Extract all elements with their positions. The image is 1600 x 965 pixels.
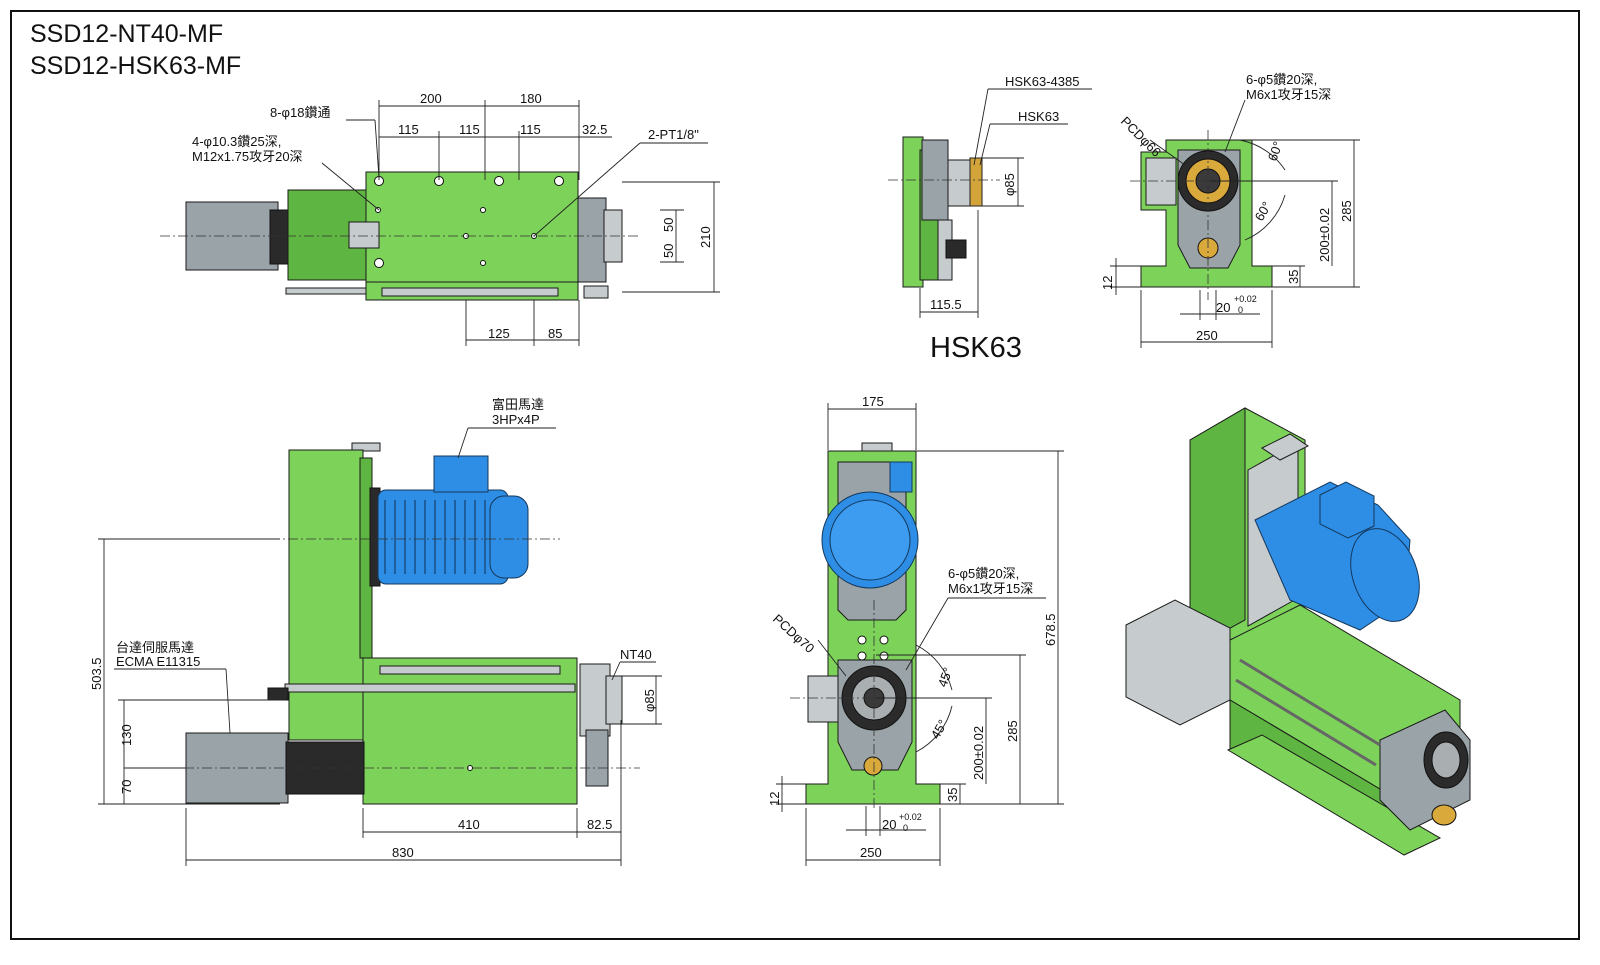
motor-terminal-box: [433, 455, 489, 493]
dim-top-115c: 115: [520, 122, 541, 137]
callout-front-holes-line1: 6-φ5鑽20深,: [948, 566, 1019, 581]
dim-top-85: 85: [548, 326, 562, 341]
limit-block-top: [348, 221, 380, 249]
dim-top-50b: 50: [661, 244, 676, 258]
dim-hsk-200: 200±0.02: [1317, 208, 1332, 262]
dim-front-200: 200±0.02: [971, 726, 986, 780]
dim-front-12: 12: [767, 792, 782, 806]
nut-top: [583, 285, 609, 299]
shaft-stub: [267, 687, 289, 701]
dim-hsk-285: 285: [1339, 200, 1354, 222]
callout-servo-line2: ECMA E11315: [116, 654, 200, 669]
hsk-caption: HSK63: [930, 332, 1022, 364]
dim-hsk-35: 35: [1286, 270, 1301, 284]
dim-front-tol-upper: +0.02: [899, 812, 922, 822]
dim-side-130: 130: [119, 724, 134, 746]
dim-top-125: 125: [488, 326, 510, 341]
column-side: [288, 449, 364, 741]
dim-top-200: 200: [420, 91, 442, 106]
dim-front-20: 20: [882, 817, 896, 832]
main-motor-side: [377, 489, 509, 585]
front-lug: [861, 442, 893, 452]
callout-hsk-holes-line1: 6-φ5鑽20深,: [1246, 72, 1317, 87]
dim-front-tol-lower: 0: [903, 823, 908, 833]
top-view: 200 180 115 115 115 32.5 50 50 210 125 8…: [160, 91, 720, 346]
hsk-side-view: HSK63-4385 HSK63 φ85 115.5 HSK63: [888, 74, 1092, 364]
callout-servo-line1: 台達伺服馬達: [116, 640, 194, 655]
drawing-frame: [10, 10, 1580, 940]
iso-top-lug: [1261, 433, 1309, 461]
dim-side-70: 70: [119, 780, 134, 794]
angle-hsk-b: 60°: [1252, 199, 1275, 224]
motor-fan-cover: [489, 495, 529, 579]
iso-motor-fan: [1350, 528, 1420, 622]
dim-front-250: 250: [860, 845, 882, 860]
slide-rail-side: [379, 665, 561, 675]
hsk-side-taper: [969, 157, 983, 207]
dim-side-830: 830: [392, 845, 414, 860]
dim-top-115b: 115: [459, 122, 480, 137]
callout-motor-line1: 富田馬達: [492, 397, 544, 412]
model-title-hsk63: SSD12-HSK63-MF: [30, 52, 242, 80]
servo-motor-side: [185, 732, 289, 804]
callout-tap-line2: M12x1.75攻牙20深: [192, 149, 303, 164]
rod-ext-top: [285, 287, 367, 295]
hsk-side-nut: [945, 239, 967, 259]
dim-side-phi85: φ85: [642, 689, 657, 712]
callout-nt40: NT40: [620, 647, 652, 662]
dim-hsk-250: 250: [1196, 328, 1218, 343]
coupling-top: [269, 209, 291, 265]
slide-body-side: [362, 657, 578, 805]
dim-hsk-12: 12: [1100, 276, 1115, 290]
angle-front-a: 45°: [935, 665, 956, 689]
callout-pcd70: PCDφ70: [770, 611, 817, 656]
callout-motor-line2: 3HPx4P: [492, 412, 540, 427]
iso-column-side: [1189, 407, 1246, 651]
spindle-arm-side: [585, 729, 609, 787]
angle-hsk-a: 60°: [1265, 139, 1286, 163]
callout-hsk-holes-line2: M6x1攻牙15深: [1246, 87, 1331, 102]
dim-front-35: 35: [945, 788, 960, 802]
iso-base: [1226, 734, 1442, 856]
dim-top-210: 210: [698, 226, 713, 248]
callout-hsk63: HSK63: [1018, 109, 1059, 124]
dim-top-115a: 115: [398, 122, 419, 137]
model-title-nt40: SSD12-NT40-MF: [30, 20, 224, 48]
front-terminal-box: [889, 461, 913, 493]
callout-tap-line1: 4-φ10.3鑽25深,: [192, 134, 281, 149]
lift-lug: [351, 442, 381, 452]
callout-hsk63-4385: HSK63-4385: [1005, 74, 1079, 89]
hsk-front-bracket: [1145, 157, 1177, 206]
hsk-front-view: PCDφ66 6-φ5鑽20深, M6x1攻牙15深 60° 60° 285 2…: [1100, 72, 1360, 348]
dim-front-285: 285: [1005, 720, 1020, 742]
guide-rod-top: [381, 287, 559, 297]
dim-side-503-5: 503.5: [89, 657, 104, 690]
spindle-flange-top: [577, 197, 607, 283]
slide-body-top: [365, 171, 579, 285]
iso-terminal-box: [1319, 481, 1375, 539]
dim-side-410: 410: [458, 817, 480, 832]
dim-top-32-5: 32.5: [582, 122, 607, 137]
dim-hsk-tol-lower: 0: [1238, 305, 1243, 315]
isometric-view: [1125, 407, 1471, 856]
dim-top-180: 180: [520, 91, 542, 106]
dim-hsk-phi85: φ85: [1002, 173, 1017, 196]
dim-hsk-115-5: 115.5: [930, 297, 962, 312]
callout-front-holes-line2: M6x1攻牙15深: [948, 581, 1033, 596]
dim-front-175: 175: [862, 394, 884, 409]
dim-front-678-5: 678.5: [1043, 613, 1058, 646]
side-view: 富田馬達 3HPx4P 台達伺服馬達 ECMA E11315 NT40 φ85 …: [89, 397, 662, 866]
dim-hsk-tol-upper: +0.02: [1234, 294, 1257, 304]
dim-hsk-20: 20: [1216, 300, 1230, 315]
dim-side-82-5: 82.5: [587, 817, 612, 832]
hsk-side-holder: [947, 159, 973, 207]
callout-thru-holes: 8-φ18鑽通: [270, 105, 330, 120]
front-view: 175 678.5 285 200±0.02 35 12 20 +0.02 0 …: [767, 394, 1064, 866]
callout-pipe: 2-PT1/8": [648, 127, 699, 142]
guide-rod-side: [284, 683, 576, 693]
front-bracket: [807, 675, 841, 723]
dim-top-50a: 50: [661, 218, 676, 232]
spindle-nose-side: [605, 675, 623, 725]
